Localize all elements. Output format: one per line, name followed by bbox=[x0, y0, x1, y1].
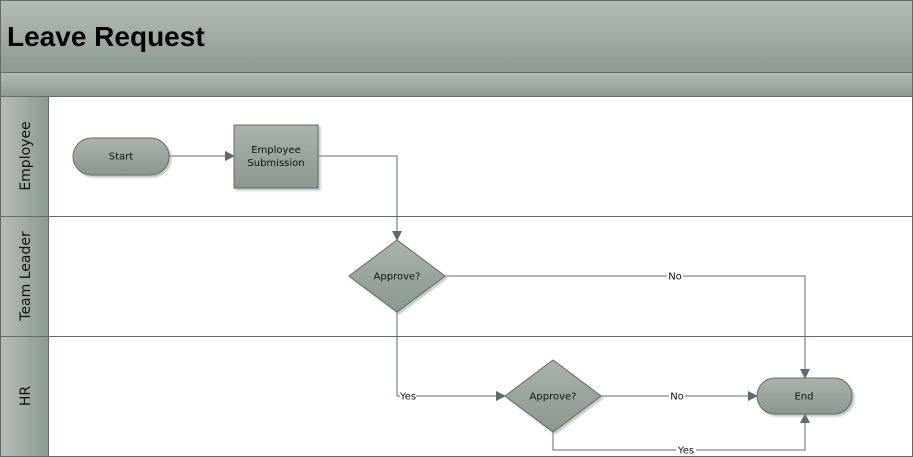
employee-submission-process[interactable]: Employee Submission bbox=[233, 124, 319, 189]
connector-label-no: No bbox=[670, 392, 684, 403]
connector-label-no: No bbox=[668, 272, 682, 283]
shape-label: End bbox=[794, 392, 813, 403]
lane-header bbox=[0, 216, 49, 337]
phase-bar bbox=[0, 72, 913, 97]
lane-label: Team Leader bbox=[18, 231, 34, 322]
team-leader-approve-decision[interactable]: Approve? bbox=[348, 239, 446, 313]
connector-tl-no bbox=[445, 275, 810, 379]
connector-submission-to-approve bbox=[318, 155, 402, 241]
lane-header bbox=[0, 96, 49, 217]
end-terminator[interactable]: End bbox=[756, 377, 853, 415]
hr-approve-decision[interactable]: Approve? bbox=[504, 359, 602, 433]
connector-label-yes: Yes bbox=[399, 392, 416, 403]
shape-label: Employee bbox=[251, 145, 301, 156]
shape-label: Start bbox=[109, 152, 134, 163]
connector-label-yes: Yes bbox=[677, 446, 694, 457]
lane-label: HR bbox=[18, 386, 34, 407]
start-terminator[interactable]: Start bbox=[72, 137, 170, 176]
lane-label: Employee bbox=[18, 121, 34, 190]
diagram-title: Leave Request bbox=[7, 21, 205, 52]
shape-label: Submission bbox=[247, 158, 304, 169]
lane-employee: Employee bbox=[0, 96, 913, 217]
connector-tl-yes bbox=[396, 312, 506, 401]
shape-label: Approve? bbox=[530, 392, 577, 403]
title-bar bbox=[0, 0, 913, 73]
shape-label: Approve? bbox=[374, 272, 421, 283]
